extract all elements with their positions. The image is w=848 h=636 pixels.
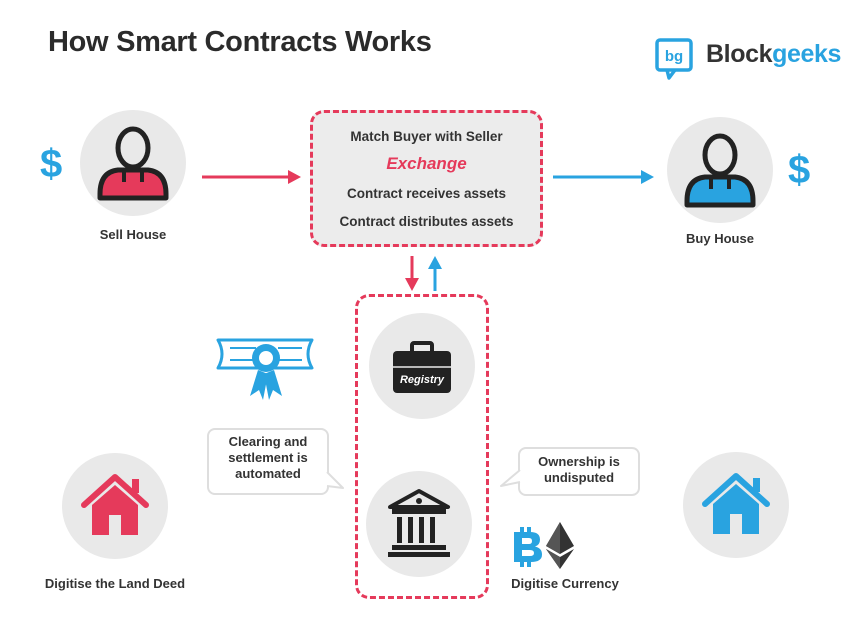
arrow-right-red-icon — [202, 170, 301, 184]
clearing-bubble-line2: settlement is — [228, 450, 308, 465]
registry-circle: Registry — [369, 313, 475, 419]
clearing-bubble-line3: automated — [235, 466, 301, 481]
exchange-line-distributes: Contract distributes assets — [339, 214, 514, 229]
brand-name-part1: Block — [706, 40, 773, 68]
house-red-icon — [81, 474, 149, 535]
certificate-ribbon-icon — [216, 338, 314, 400]
ownership-bubble-line1: Ownership is — [538, 454, 620, 469]
arrow-right-blue-icon — [553, 170, 654, 184]
clearing-bubble-line1: Clearing and — [228, 434, 308, 449]
ownership-bubble-tail — [500, 469, 521, 487]
bg-speech-logo-icon: bg — [655, 38, 693, 80]
buyer-person-icon — [684, 133, 756, 208]
exchange-line-match: Match Buyer with Seller — [350, 129, 503, 144]
exchange-box: Match Buyer with Seller Exchange Contrac… — [310, 110, 543, 247]
seller-avatar — [80, 110, 186, 216]
currency-house-circle — [683, 452, 789, 558]
bank-circle — [366, 471, 472, 577]
exchange-line-highlight: Exchange — [386, 154, 467, 173]
brand-name: Blockgeeks — [706, 40, 841, 69]
briefcase-icon — [393, 341, 451, 393]
buyer-dollar-symbol: $ — [788, 148, 811, 192]
brand-name-part2: geeks — [772, 40, 841, 68]
ownership-bubble: Ownership is undisputed — [518, 447, 640, 496]
exchange-line-receives: Contract receives assets — [346, 186, 507, 201]
house-blue-icon — [702, 473, 770, 534]
land-deed-circle — [62, 453, 168, 559]
arrow-down-red-icon — [405, 256, 419, 291]
currency-label: Digitise Currency — [511, 576, 619, 591]
page-title: How Smart Contracts Works — [48, 26, 432, 58]
arrow-up-blue-icon — [428, 256, 442, 291]
seller-label: Sell House — [99, 227, 167, 242]
bitcoin-icon — [514, 527, 542, 567]
buyer-avatar — [667, 117, 773, 223]
clearing-bubble: Clearing and settlement is automated — [207, 428, 329, 495]
land-deed-label: Digitise the Land Deed — [44, 576, 186, 591]
seller-dollar-symbol: $ — [40, 142, 63, 186]
registry-container — [355, 294, 489, 599]
ownership-bubble-line2: undisputed — [543, 470, 615, 485]
svg-text:bg: bg — [665, 48, 683, 65]
clearing-bubble-tail — [326, 471, 344, 489]
registry-label: Registry — [399, 374, 445, 386]
buyer-label: Buy House — [686, 231, 754, 246]
bank-icon — [388, 489, 450, 557]
ethereum-icon — [546, 522, 574, 569]
seller-person-icon — [97, 126, 169, 201]
